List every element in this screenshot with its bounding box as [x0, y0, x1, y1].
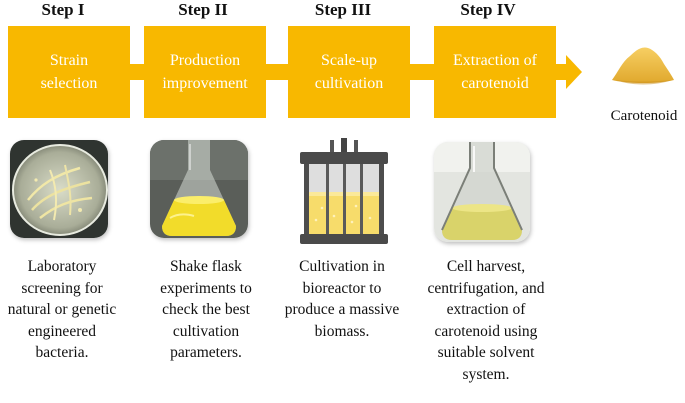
step-1-title: Step I: [41, 0, 85, 19]
step-3-box: Scale-up cultivation: [288, 26, 410, 118]
petri-dish-photo: [10, 140, 108, 238]
process-flow-arrow: [120, 55, 582, 89]
arrow-head-icon: [566, 55, 582, 89]
step-2-box: Production improvement: [144, 26, 266, 118]
step-3-description: Cultivation in bioreactor to produce a m…: [284, 258, 400, 340]
connector-2-3: [266, 64, 288, 80]
connector-3-4: [410, 64, 434, 80]
step-4-description: Cell harvest, centrifugation, and extrac…: [427, 258, 545, 383]
step-2-description: Shake flask experiments to check the bes…: [160, 258, 252, 361]
extraction-flask-photo: [434, 142, 530, 242]
step-1-box: Strain selection: [8, 26, 130, 118]
connector-4-head: [556, 64, 568, 80]
product-label: Carotenoid: [610, 108, 678, 124]
step-4-box: Extraction of carotenoid: [434, 26, 556, 118]
step-2-title: Step II: [178, 0, 228, 19]
step-1-description: Laboratory screening for natural or gene…: [7, 258, 117, 361]
carotenoid-powder-icon: [612, 47, 674, 85]
step-3-title: Step III: [314, 0, 372, 19]
step-4-title: Step IV: [460, 0, 516, 19]
shake-flask-photo: [150, 140, 248, 238]
bioreactor-illustration: [294, 138, 394, 246]
